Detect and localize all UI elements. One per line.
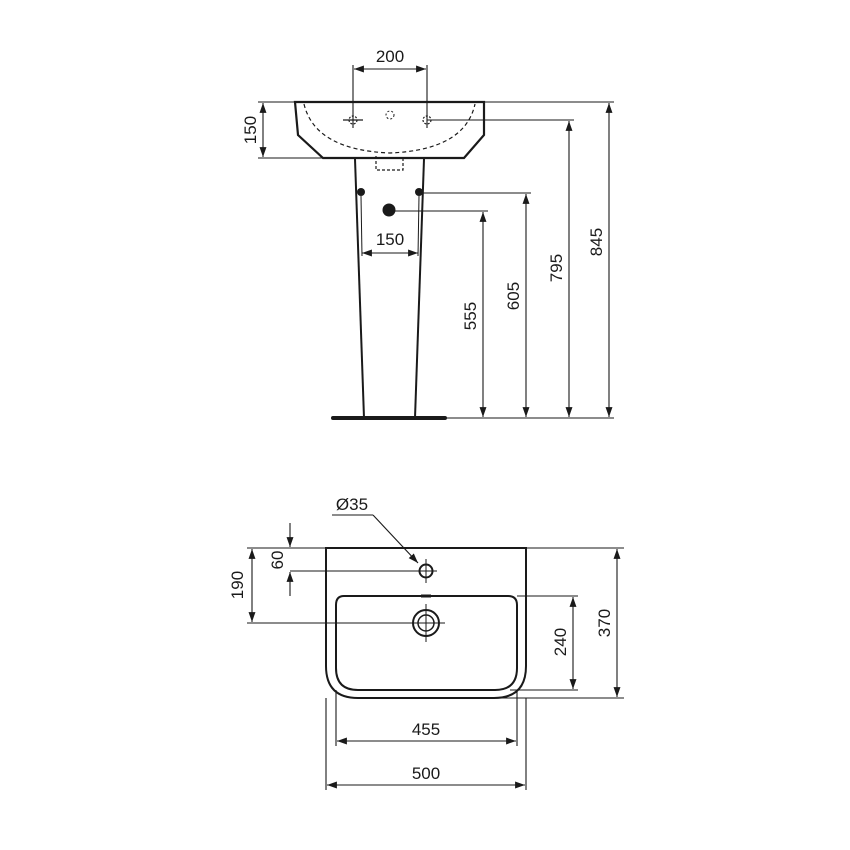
- dim-bowl-depth: 240: [551, 628, 570, 656]
- dim-bowl-width: 455: [412, 720, 440, 739]
- dim-rim-tap-height: 795: [547, 254, 566, 282]
- dim-waste-height: 555: [461, 302, 480, 330]
- dim-total-height: 845: [587, 228, 606, 256]
- dim-waste-offset: 190: [228, 571, 247, 599]
- top-view-dimensions: [247, 514, 624, 790]
- dim-total-width: 500: [412, 764, 440, 783]
- front-view-dimensions: [258, 65, 614, 419]
- fixing-point-right: [415, 188, 423, 196]
- dim-fixing-spacing: 150: [376, 230, 404, 249]
- overflow-hole: [385, 110, 395, 120]
- pedestal-left: [354, 158, 365, 419]
- dim-total-depth: 370: [595, 609, 614, 637]
- waste-outlet: [382, 203, 396, 217]
- dim-tap-spacing: 200: [376, 47, 404, 66]
- waste-trap: [375, 156, 404, 171]
- fixing-point-left: [357, 188, 365, 196]
- dim-fixing-height: 605: [504, 282, 523, 310]
- dim-tap-hole-offset: 60: [268, 551, 287, 570]
- basin-outline: [293, 100, 486, 160]
- bowl-dashed: [303, 103, 476, 154]
- bowl-inner: [335, 595, 518, 691]
- dim-tap-hole-diameter: Ø35: [336, 495, 368, 514]
- dim-basin-height: 150: [241, 116, 260, 144]
- pedestal-right: [414, 158, 425, 419]
- front-view: [293, 100, 486, 420]
